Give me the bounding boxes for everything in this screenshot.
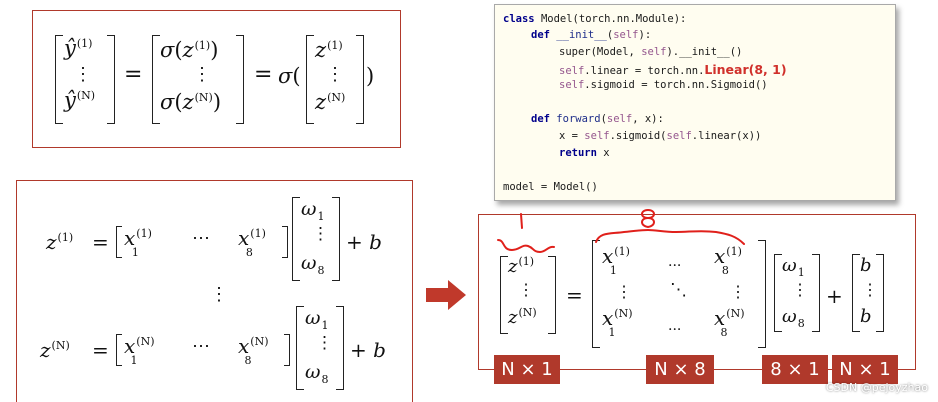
z-vector-bracket-left — [306, 35, 314, 124]
b-col-vdots: ⋮ — [862, 280, 878, 299]
z1-label: z(1) — [46, 230, 74, 254]
code-line-5: self.sigmoid = torch.nn.Sigmoid() — [559, 79, 768, 91]
badge-z-dimension: N × 1 — [494, 355, 560, 384]
x-n1: x(N)1 — [602, 306, 633, 339]
b-col-1: b — [860, 255, 872, 276]
code-line-3: super(Model, self).__init__() — [559, 46, 743, 58]
w-col-1: ω1 — [782, 255, 805, 279]
b-col-bracket-right — [876, 254, 884, 332]
row1-bracket-left — [116, 226, 122, 258]
row1-cdots: ⋯ — [192, 228, 210, 249]
x-col8-vdots: ⋮ — [730, 282, 746, 301]
badge-w-dimension: 8 × 1 — [762, 355, 828, 384]
z-col-n: z(N) — [508, 306, 537, 328]
rowN-cdots: ⋯ — [192, 336, 210, 357]
annotation-one-mark — [520, 213, 523, 229]
w-col-bracket-right — [812, 254, 820, 332]
sigma-outer: σ( — [278, 64, 301, 88]
x-col1-vdots: ⋮ — [616, 282, 632, 301]
code-line-8: x = self.sigmoid(self.linear(x)) — [559, 130, 762, 142]
sigma-z-bracket-right — [236, 35, 244, 124]
z-vector-bracket-right — [356, 35, 364, 124]
equals-sign-2: = — [254, 62, 273, 87]
linear-equations-box — [16, 180, 413, 402]
sigmoid-vector-box — [32, 10, 401, 148]
linear-layer-highlight: Linear(8, 1) — [704, 62, 787, 77]
b-col-n: b — [860, 306, 872, 327]
yhat-n: ŷ(N) — [64, 88, 96, 112]
x1-n: x(N)1 — [124, 334, 155, 367]
z-col-1: z(1) — [508, 255, 535, 277]
x-11: x(1)1 — [602, 244, 630, 277]
badge-b-dimension: N × 1 — [832, 355, 898, 384]
eq2-equals-n: = — [92, 338, 109, 362]
x8-1: x(1)8 — [238, 226, 266, 259]
wN-top: ω1 — [305, 307, 329, 332]
wN-bracket-right — [336, 306, 344, 390]
code-line-11: model = Model() — [503, 181, 598, 193]
code-snippet-panel: class Model(torch.nn.Module): def __init… — [494, 4, 896, 201]
z-1: z(1) — [315, 38, 343, 62]
code-line-7: def forward(self, x): — [531, 113, 664, 125]
wN-bracket-left — [296, 306, 304, 390]
w1-bracket-left — [292, 197, 300, 281]
x-18: x(1)8 — [714, 244, 742, 277]
rowN-bracket-left — [116, 334, 122, 366]
w1-bottom: ω8 — [301, 252, 325, 277]
code-line-1: class Model(torch.nn.Module): — [503, 13, 687, 25]
annotation-eight-mark — [641, 209, 655, 228]
w1-bracket-right — [332, 197, 340, 281]
equations-vdots: ⋮ — [210, 284, 228, 305]
z-col-vdots: ⋮ — [518, 280, 534, 299]
annotation-brace-z — [497, 239, 555, 254]
code-line-9: return x — [559, 147, 610, 159]
x-matrix-bracket-right — [758, 240, 766, 348]
yhat-1: ŷ(1) — [64, 36, 93, 60]
w-col-bracket-left — [774, 254, 782, 332]
zn-label: z(N) — [40, 338, 70, 362]
z-col-bracket-right — [548, 256, 556, 334]
equals-sign-1: = — [124, 62, 143, 87]
code-line-4: self.linear = torch.nn.Linear(8, 1) — [559, 62, 787, 77]
eq2-equals-1: = — [92, 230, 109, 254]
sigma-z-bracket-left — [152, 35, 160, 124]
x-rowN-dots: ... — [668, 318, 682, 334]
x1-1: x(1)1 — [124, 226, 152, 259]
w1-top: ω1 — [301, 198, 325, 223]
yhat-bracket-right — [107, 35, 115, 124]
wN-bottom: ω8 — [305, 361, 329, 386]
yhat-vdots: ⋮ — [74, 64, 92, 85]
plus-b-1: + b — [346, 230, 382, 254]
z-vdots: ⋮ — [326, 64, 344, 85]
rowN-bracket-right — [284, 334, 290, 366]
x8-n: x(N)8 — [238, 334, 269, 367]
x-row1-dots: ... — [668, 254, 682, 270]
plus-b-n: + b — [350, 338, 386, 362]
w1-vdots: ⋮ — [312, 224, 329, 244]
w-col-8: ω8 — [782, 306, 805, 330]
badge-x-dimension: N × 8 — [646, 355, 714, 384]
x-ddots: ⋱ — [670, 280, 687, 300]
watermark: CSDN @pejoyzhao — [825, 381, 928, 394]
wN-vdots: ⋮ — [316, 333, 333, 353]
sigma-z-1: σ(z(1)) — [160, 38, 219, 62]
x-n8: x(N)8 — [714, 306, 745, 339]
matrix-plus: + — [826, 284, 843, 308]
sigma-z-n: σ(z(N)) — [160, 90, 222, 114]
matrix-equals: = — [566, 283, 583, 307]
annotation-brace-x — [595, 228, 745, 245]
w-col-vdots: ⋮ — [792, 280, 808, 299]
row1-bracket-right — [282, 226, 288, 258]
code-line-2: def __init__(self): — [531, 29, 652, 41]
yhat-bracket-left — [55, 35, 63, 124]
b-col-bracket-left — [852, 254, 860, 332]
z-col-bracket-left — [500, 256, 508, 334]
sigma-outer-close-paren: ) — [366, 64, 375, 88]
z-n: z(N) — [315, 90, 346, 114]
sigma-z-vdots: ⋮ — [193, 64, 211, 85]
